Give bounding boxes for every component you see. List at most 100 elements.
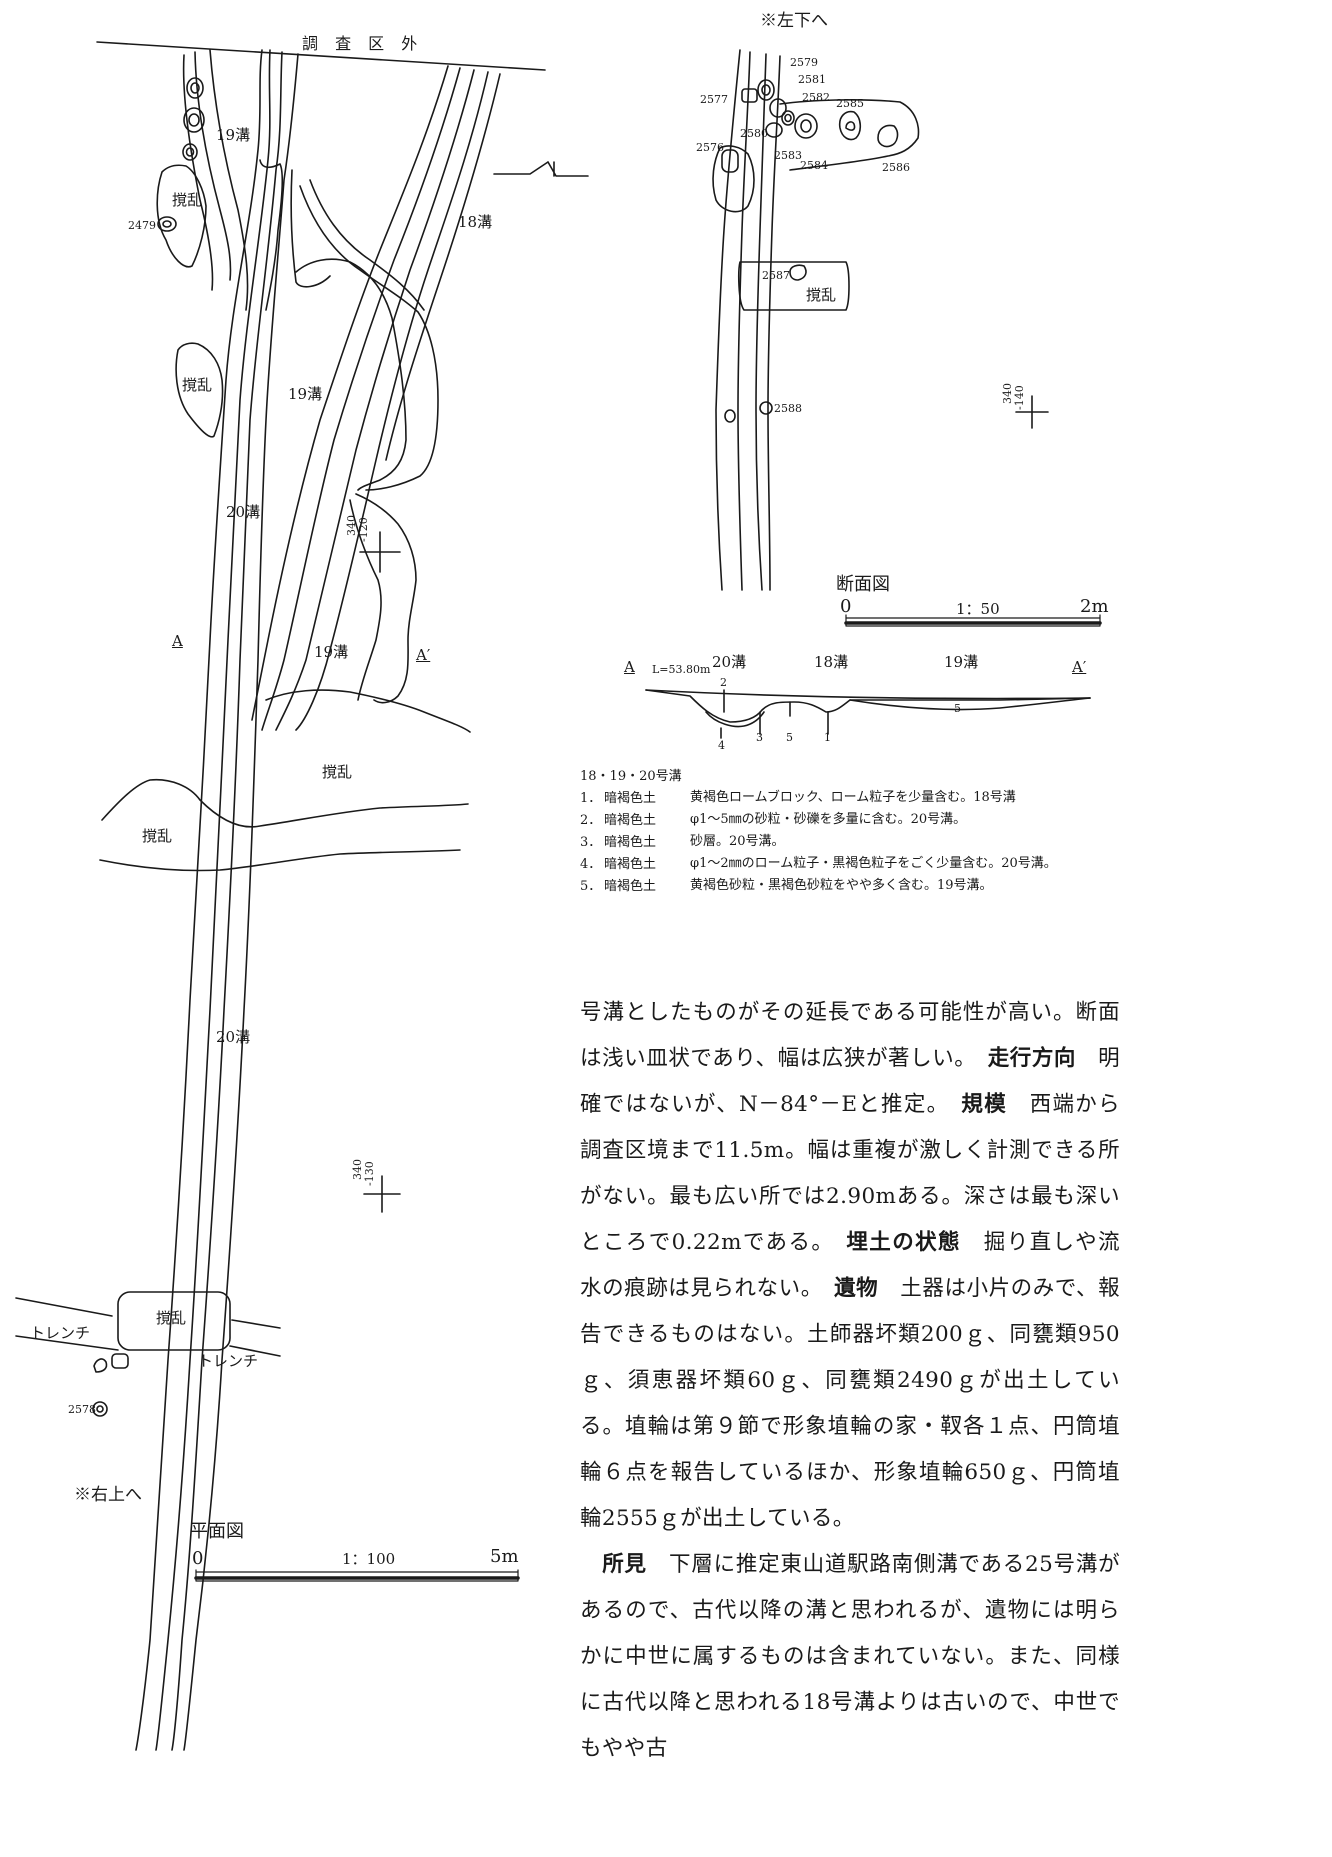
pit-label: 2577: [700, 93, 728, 106]
pit-label: 2576: [696, 141, 724, 154]
section-level-label: L=53.80m: [652, 663, 711, 676]
heading-view: 所見: [602, 1552, 647, 1577]
ditch-19-label-mid: 19溝: [288, 385, 323, 403]
section-a-right: A′: [416, 646, 431, 664]
text-run: 号溝としたものがその延長である可能性が高い。断面は浅い皿状であり、幅は広狭が著し…: [580, 1000, 1120, 1071]
section-a-left: A: [172, 632, 183, 650]
section-ditch-20: 20溝: [712, 653, 747, 671]
continue-note-left: ※右上へ: [74, 1485, 142, 1505]
disturbance-label-mid: 撹乱: [182, 376, 213, 394]
pit-label: 2580: [740, 127, 768, 140]
report-body: 号溝としたものがその延長である可能性が高い。断面は浅い皿状であり、幅は広狭が著し…: [580, 990, 1120, 1772]
ditch-18-label: 18溝: [458, 213, 493, 231]
section-a-right-label: A′: [1072, 658, 1087, 676]
heading-scale: 規模: [961, 1092, 1007, 1117]
pit-2578-label: 2578: [68, 1403, 96, 1416]
legend-num: 2．: [580, 813, 602, 828]
legend-num: 3．: [580, 835, 602, 850]
grid-1-label-a: 340: [345, 515, 358, 536]
section-ditch-19: 19溝: [944, 653, 979, 671]
text-run: 明確ではないが、N－84°－Eと推定。: [580, 1046, 1120, 1117]
legend-title: 18・19・20号溝: [580, 769, 682, 784]
text-run: 掘り直しや流水の痕跡は見られない。: [580, 1230, 1120, 1301]
legend-desc: φ1～2㎜のローム粒子・黒褐色粒子をごく少量含む。20号溝。: [690, 856, 1057, 871]
legend-soil: 暗褐色土: [604, 791, 657, 806]
section-scale-title: 断面図: [836, 574, 890, 595]
layer-label: 5: [786, 731, 793, 744]
heading-fill: 埋土の状態: [846, 1230, 961, 1255]
ditch-20-label-mid: 20溝: [226, 503, 261, 521]
disturbance-label-top: 撹乱: [172, 191, 203, 209]
disturbance-label-low: 撹乱: [322, 763, 353, 781]
ditch-20-label-low: 20溝: [216, 1028, 251, 1046]
legend-soil: 暗褐色土: [604, 835, 657, 850]
plan-scale-title: 平面図: [190, 1521, 244, 1542]
pit-2479-label: 2479: [128, 219, 156, 232]
paragraph-1: 号溝としたものがその延長である可能性が高い。断面は浅い皿状であり、幅は広狭が著し…: [580, 990, 1120, 1542]
section-scale-max: 2m: [1080, 596, 1109, 617]
layer-label: 2: [720, 676, 727, 689]
legend-desc: 黄褐色ロームブロック、ローム粒子を少量含む。18号溝: [690, 790, 1016, 805]
section-scale-ratio: 1：50: [956, 600, 1000, 618]
ditch-18-outline: [251, 65, 449, 721]
layer-label: 3: [756, 731, 763, 744]
pit-label: 2588: [774, 402, 802, 415]
legend-item: 1．暗褐色土 黄褐色ロームブロック、ローム粒子を少量含む。18号溝: [580, 788, 1120, 810]
section-profile: [645, 689, 1091, 723]
legend-desc: 砂層。20号溝。: [690, 834, 785, 849]
legend-num: 4．: [580, 857, 602, 872]
ditch-19-label-top: 19溝: [216, 126, 251, 144]
legend-item: 2．暗褐色土 φ1～5㎜の砂粒・砂礫を多量に含む。20号溝。: [580, 810, 1120, 832]
pit-label: 2579: [790, 56, 818, 69]
pit-label: 2584: [800, 159, 828, 172]
pit-label: 2582: [802, 91, 830, 104]
pit-label: 2581: [798, 73, 826, 86]
disturbance-label-left: 撹乱: [142, 827, 173, 845]
pit-label: 2587: [762, 269, 790, 282]
legend-desc: φ1～5㎜の砂粒・砂礫を多量に含む。20号溝。: [690, 812, 967, 827]
grid-2-label-b: -130: [363, 1161, 376, 1186]
grid-2-label-a: 340: [351, 1159, 364, 1180]
grid-3-label-b: -140: [1013, 385, 1026, 410]
legend-soil: 暗褐色土: [604, 813, 657, 828]
legend-item: 3．暗褐色土 砂層。20号溝。: [580, 832, 1120, 854]
legend-item: 5．暗褐色土 黄褐色砂粒・黒褐色砂粒をやや多く含む。19号溝。: [580, 876, 1120, 898]
pit-label: 2583: [774, 149, 802, 162]
text-run: 土器は小片のみで、報告できるものはない。土師器坏類200ｇ、同甕類950ｇ、須恵…: [580, 1276, 1120, 1531]
trench-label-right: トレンチ: [198, 1352, 259, 1370]
heading-finds: 遺物: [834, 1276, 879, 1301]
section-scale-zero: 0: [840, 596, 852, 617]
layer-label: 5: [954, 702, 961, 715]
pit-label: 2586: [882, 161, 910, 174]
boundary-label: 調 査 区 外: [302, 34, 424, 53]
paragraph-2: 所見 下層に推定東山道駅路南側溝である25号溝があるので、古代以降の溝と思われる…: [580, 1542, 1120, 1772]
continue-note-right: ※左下へ: [760, 11, 828, 31]
legend-soil: 暗褐色土: [604, 857, 657, 872]
trench-label-left: トレンチ: [30, 1324, 91, 1342]
grid-1-label-b: -120: [357, 517, 370, 542]
pit-label: 2585: [836, 97, 864, 110]
disturbance-label-upper: 撹乱: [806, 286, 837, 304]
legend-num: 1．: [580, 791, 602, 806]
ditch-20-outline: [135, 49, 263, 1751]
section-a-left-label: A: [624, 658, 635, 676]
survey-boundary-line: [96, 41, 546, 71]
ditch-19-label-low: 19溝: [314, 643, 349, 661]
text-run: 下層に推定東山道駅路南側溝である25号溝があるので、古代以降の溝と思われるが、遺…: [580, 1552, 1120, 1761]
legend-soil: 暗褐色土: [604, 879, 657, 894]
section-ditch-18: 18溝: [814, 653, 849, 671]
plan-scale-max: 5m: [490, 1546, 519, 1567]
plan-scale-zero: 0: [192, 1548, 204, 1569]
disturbance-label-bottom: 撹乱: [156, 1309, 187, 1327]
legend-desc: 黄褐色砂粒・黒褐色砂粒をやや多く含む。19号溝。: [690, 878, 993, 893]
plan-scale-ratio: 1：100: [342, 1550, 396, 1568]
grid-3-label-a: 340: [1001, 383, 1014, 404]
legend-item: 4．暗褐色土 φ1～2㎜のローム粒子・黒褐色粒子をごく少量含む。20号溝。: [580, 854, 1120, 876]
text-run: 西端から調査区境まで11.5m。幅は重複が激しく計測できる所がない。最も広い所で…: [580, 1092, 1120, 1255]
legend-num: 5．: [580, 879, 602, 894]
layer-label: 4: [718, 739, 725, 752]
heading-direction: 走行方向: [987, 1046, 1077, 1071]
layer-label: 1: [824, 731, 831, 744]
